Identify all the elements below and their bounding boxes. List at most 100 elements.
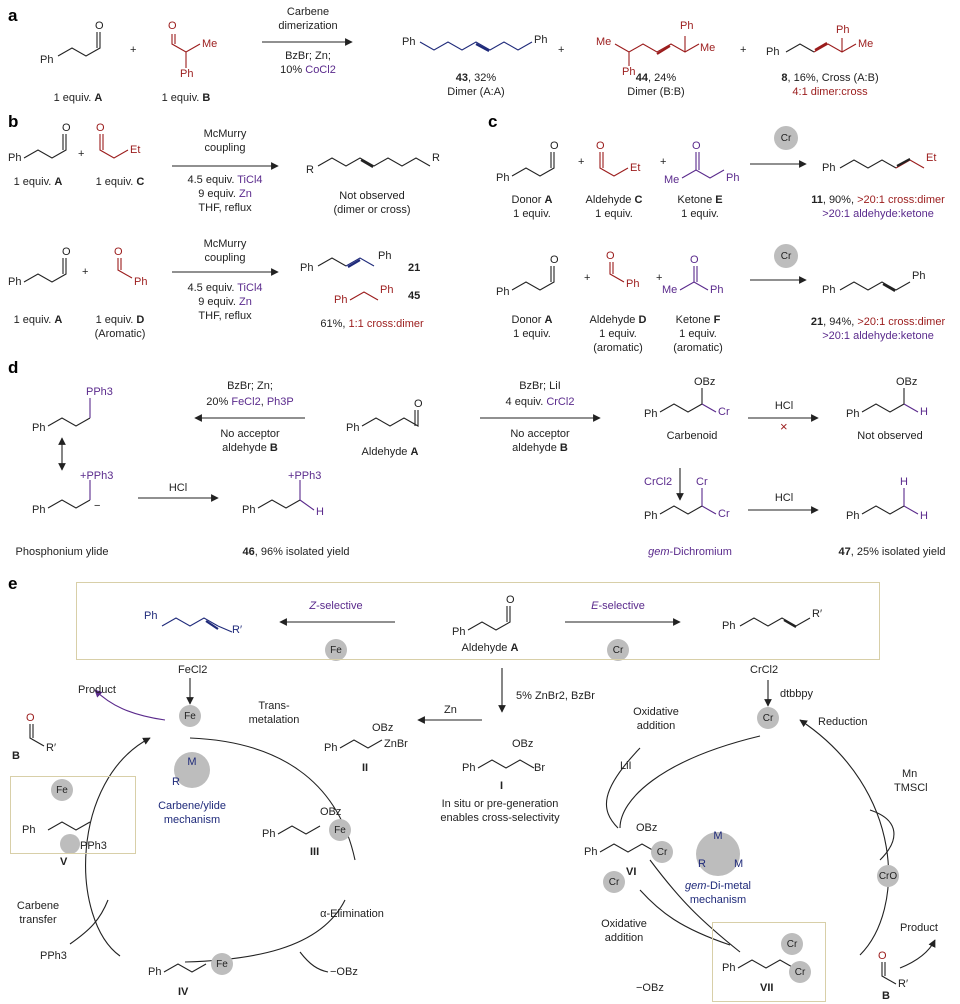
b-r-right: R	[432, 152, 440, 164]
d-47-ph: Ph	[846, 510, 860, 522]
d-no-ph: Ph	[846, 408, 860, 420]
d-no-h: H	[920, 406, 928, 418]
e-cr-2: Cr	[608, 877, 620, 888]
c-ketone-F-equiv: 1 equiv.	[679, 328, 717, 340]
b-r1-bot3: THF, reflux	[198, 202, 252, 214]
e-B-left-skeleton	[29, 724, 45, 747]
e-label-V: V	[60, 856, 68, 868]
d-right-cond4: aldehyde B	[512, 442, 568, 454]
c-donor-A-skeleton	[511, 152, 555, 177]
c-ketone-E: Ketone E	[677, 194, 723, 206]
e-carbene-mech-2: mechanism	[163, 814, 221, 826]
e-VI-cr: Cr	[656, 847, 668, 858]
c-donor-A2-equiv: 1 equiv.	[513, 328, 551, 340]
c-aldehyde-D-skeleton	[609, 262, 625, 283]
e-B-o-right: O	[878, 950, 887, 962]
b-r1-bot1: 4.5 equiv. TiCl4	[187, 174, 263, 186]
a-44-ph2: Ph	[680, 20, 694, 32]
d-47-h2: H	[920, 510, 928, 522]
b-r1-top2: coupling	[204, 142, 246, 154]
c-donor-A2: Donor A	[511, 314, 553, 326]
d-carbenoid-ph: Ph	[644, 408, 658, 420]
c-me-F: Me	[662, 284, 678, 296]
a-product-44-skeleton	[614, 36, 700, 66]
d-right-cond3: No acceptor	[510, 428, 570, 440]
e-II-znbr: ZnBr	[384, 738, 408, 750]
d-ylide-ph: Ph	[32, 422, 46, 434]
d-hcl-left: HCl	[168, 482, 188, 494]
b-label-21: 21	[408, 262, 421, 274]
d-gem-cr2: Cr	[718, 508, 730, 520]
c-ketone-F-aromatic: (aromatic)	[673, 342, 723, 354]
e-cr-cycle	[619, 720, 890, 956]
e-I-br: Br	[534, 762, 545, 774]
d-crcl2: CrCl2	[644, 476, 673, 488]
a-43-yield: 43, 32%	[455, 72, 497, 84]
c-ketone-F: Ketone F	[675, 314, 721, 326]
e-insitu-2: enables cross-selectivity	[440, 812, 560, 824]
e-lii-arrow	[606, 747, 641, 829]
e-e-selective: E-selective	[591, 600, 645, 612]
e-selectivity-box	[76, 582, 880, 660]
b-et-C: Et	[130, 144, 141, 156]
e-obz-anion: −OBz	[330, 966, 358, 978]
e-reduction: Reduction	[818, 716, 868, 728]
e-III-obz: OBz	[320, 806, 342, 818]
e-ox-add2-arrow	[639, 889, 731, 946]
e-B-rp-left: R′	[46, 742, 57, 754]
b-product-not-observed-skeleton	[317, 157, 431, 167]
a-me-B: Me	[202, 38, 218, 50]
e-intermediate-I-skeleton	[477, 759, 535, 769]
e-e-alkene-skeleton	[739, 617, 811, 627]
c-plus-1: +	[578, 156, 585, 168]
e-alpha-elim: α-Elimination	[320, 908, 384, 920]
d-46-pph3: +PPh3	[288, 470, 322, 482]
c-11-ph: Ph	[822, 162, 836, 174]
panel-label-c: c	[488, 112, 498, 131]
b-45-ph2: Ph	[380, 284, 394, 296]
d-phos-ph: Ph	[32, 504, 46, 516]
e-V-fe: Fe	[56, 785, 68, 796]
b-r2-bot1: 4.5 equiv. TiCl4	[187, 282, 263, 294]
e-gem-m1: M	[713, 830, 723, 842]
e-z-alkene-skeleton	[161, 617, 219, 627]
e-label-I: I	[500, 780, 504, 792]
e-label-VI: VI	[626, 866, 637, 878]
e-III-fe: Fe	[334, 825, 346, 836]
e-VI-obz: OBz	[636, 822, 658, 834]
c-ketone-E-equiv: 1 equiv.	[681, 208, 719, 220]
e-ald-o: O	[506, 594, 515, 606]
c-aldehyde-C-equiv: 1 equiv.	[595, 208, 633, 220]
a-o-B: O	[168, 20, 177, 32]
b-product-21-skeleton	[317, 257, 347, 267]
c-me-E: Me	[664, 174, 680, 186]
a-equiv-A: 1 equiv. A	[53, 92, 103, 104]
b-o-A: O	[62, 122, 71, 134]
e-VI-ph: Ph	[584, 846, 598, 858]
e-IV-ph: Ph	[148, 966, 162, 978]
e-label-II: II	[362, 762, 369, 774]
c-aldehyde-D-aromatic: (aromatic)	[593, 342, 643, 354]
b-aromatic: (Aromatic)	[94, 328, 146, 340]
d-47-yield: 47, 25% isolated yield	[838, 546, 946, 558]
c-aldehyde-D: Aldehyde D	[589, 314, 647, 326]
b-r2-bot3: THF, reflux	[198, 310, 252, 322]
c-aldehyde-C-skeleton	[599, 152, 629, 177]
e-B-o-left: O	[26, 712, 35, 724]
e-int-V-skeleton	[47, 821, 91, 831]
a-product-8-skeleton	[785, 43, 815, 53]
e-obz-anion-2: −OBz	[636, 982, 664, 994]
c-o-D: O	[606, 250, 615, 262]
c-o-F: O	[690, 254, 699, 266]
a-cond-top2: dimerization	[278, 20, 338, 32]
d-gem-label: gem-Dichromium	[648, 546, 732, 558]
a-plus-1: +	[130, 44, 137, 56]
e-e-ph: Ph	[722, 620, 736, 632]
e-int-V-box	[10, 776, 136, 854]
e-z-selective: Z-selective	[309, 600, 363, 612]
a-product-43-skeleton	[419, 41, 533, 51]
a-plus-2: +	[558, 44, 565, 56]
c-plus-3: +	[584, 272, 591, 284]
e-product-left: Product	[78, 684, 116, 696]
e-ox-add-1: Oxidative	[633, 706, 679, 718]
